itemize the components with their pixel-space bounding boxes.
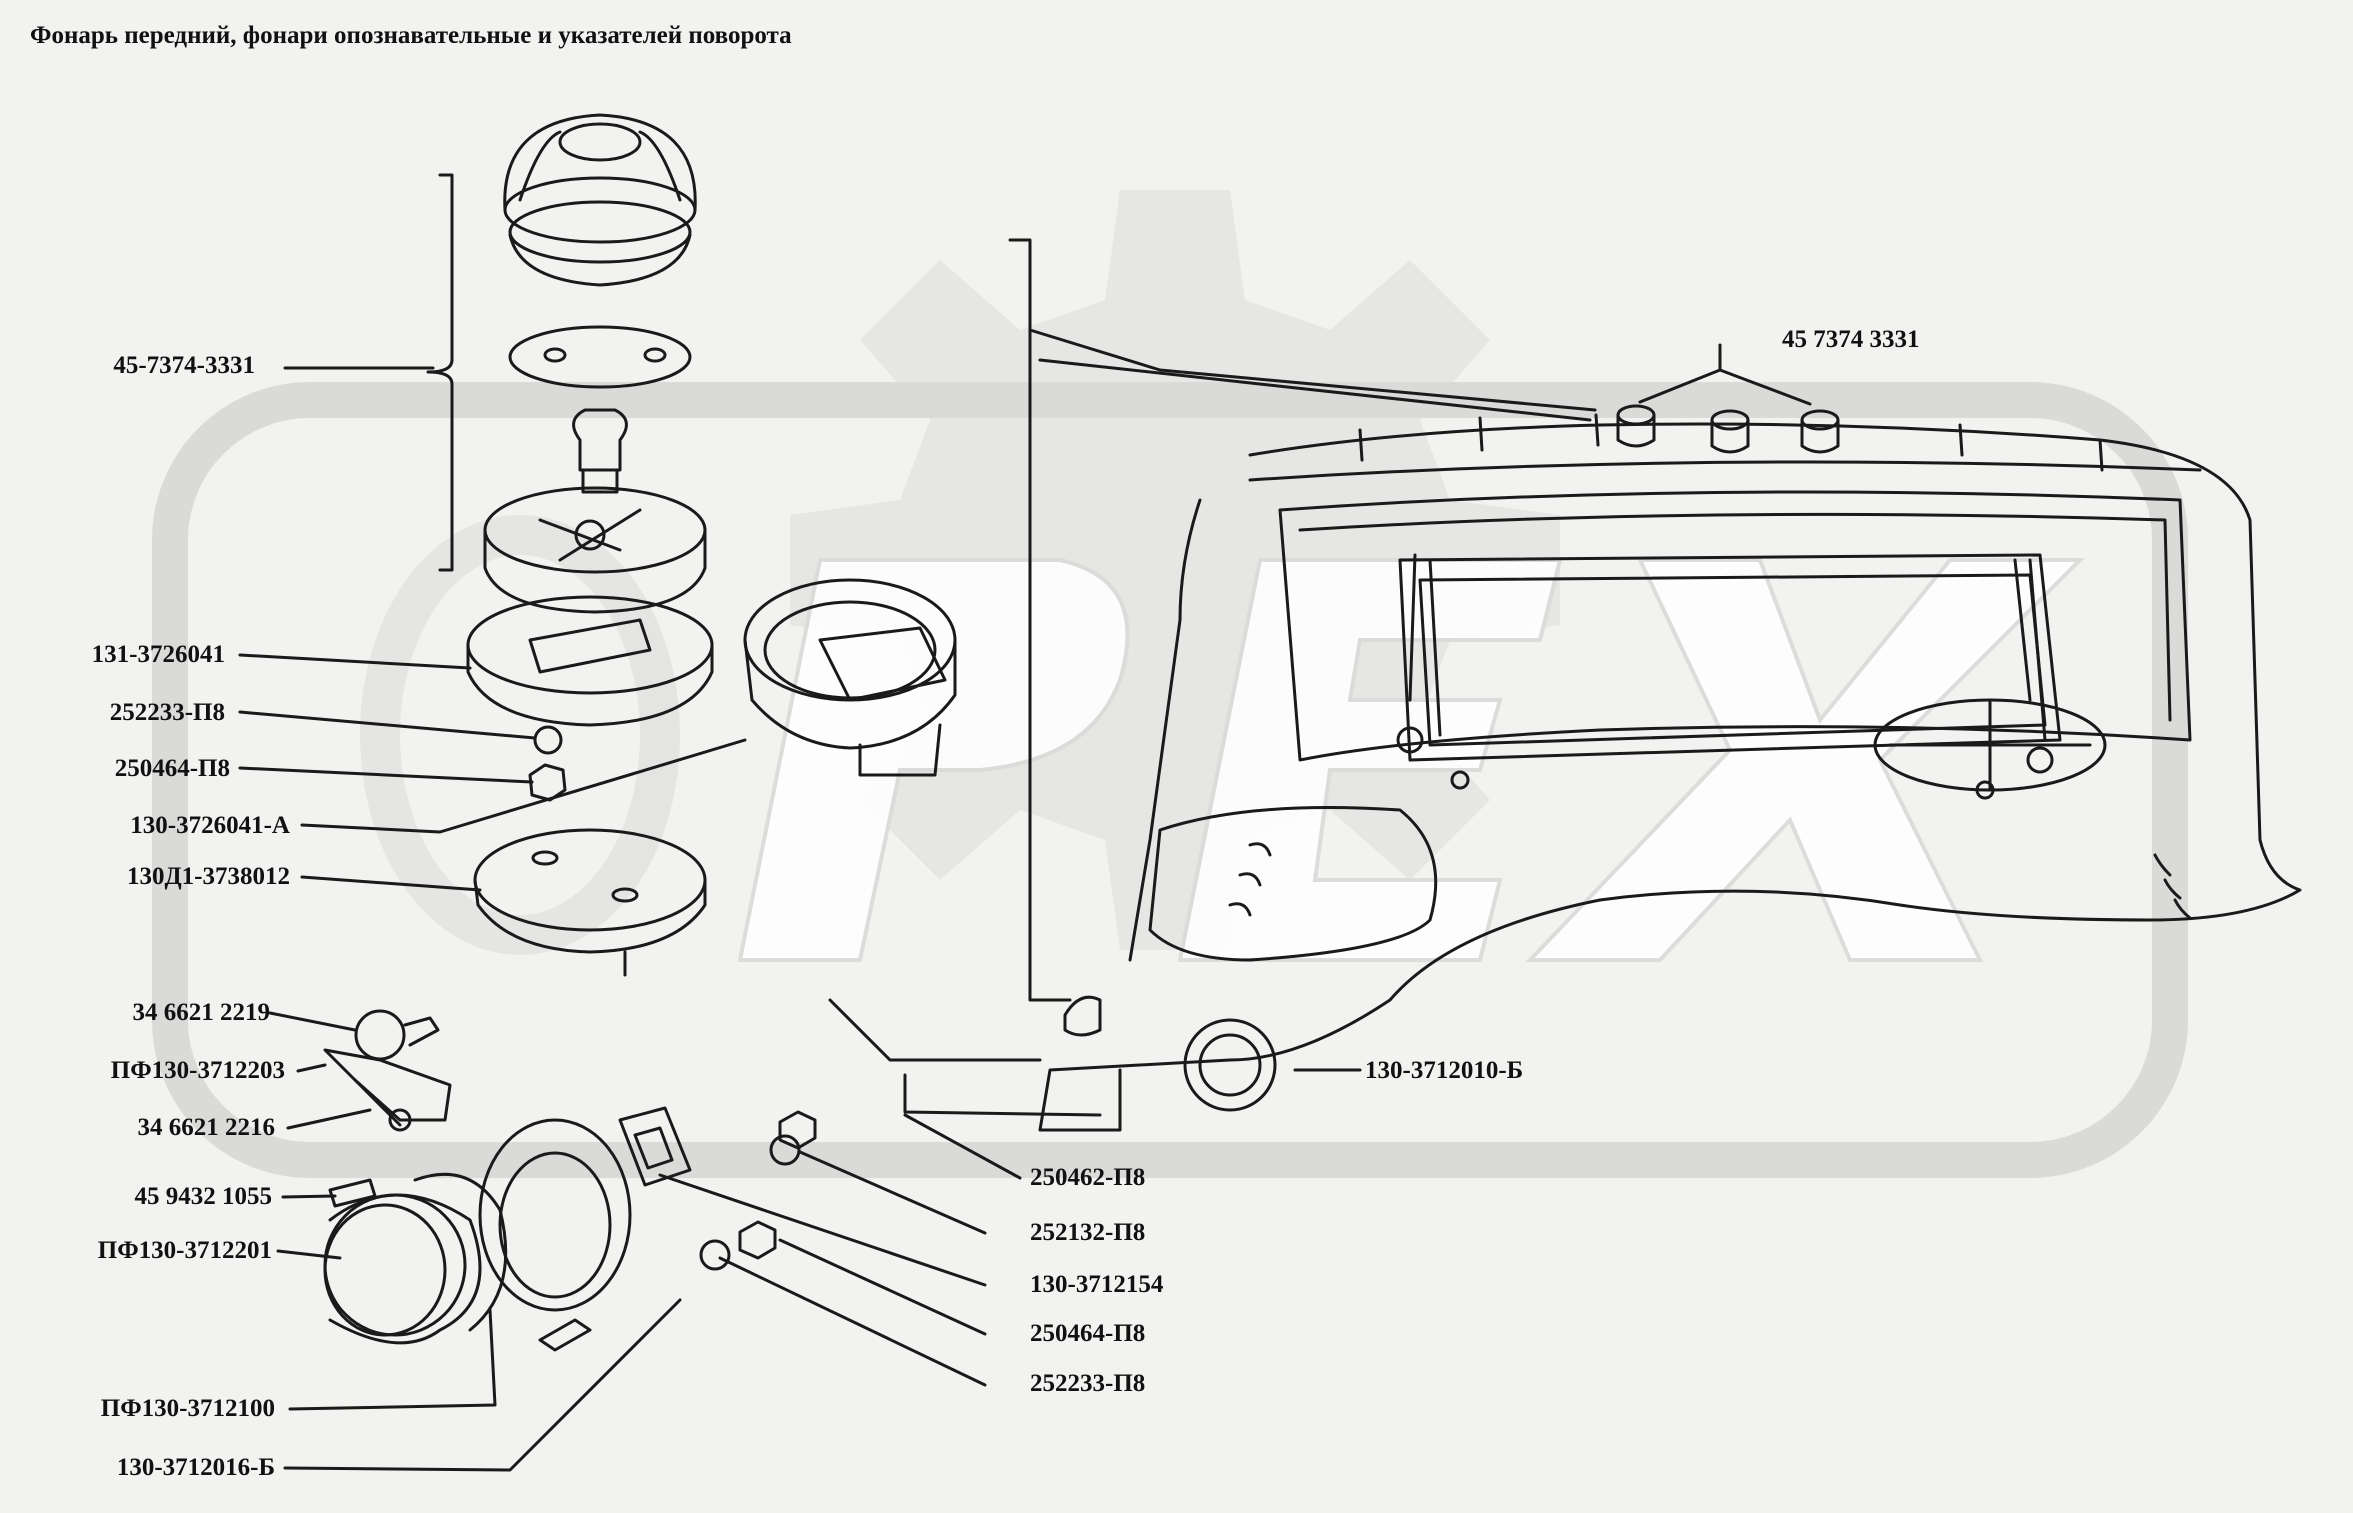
part-label[interactable]: 34 6621 2216: [137, 1114, 276, 1141]
part-label[interactable]: 252233-П8: [1030, 1370, 1146, 1397]
part-label[interactable]: 252132-П8: [1030, 1219, 1146, 1246]
part-label[interactable]: 252233-П8: [109, 699, 225, 726]
part-label[interactable]: 131-3726041: [91, 641, 225, 668]
part-label[interactable]: 250464-П8: [114, 755, 230, 782]
part-label[interactable]: 130-3712016-Б: [116, 1454, 275, 1481]
part-label[interactable]: 130-3726041-А: [130, 812, 290, 839]
page-title: Фонарь передний, фонари опознавательные …: [30, 22, 792, 49]
part-label[interactable]: 250464-П8: [1030, 1320, 1146, 1347]
part-label[interactable]: ПФ130-3712100: [100, 1395, 275, 1422]
drawing-lines: [238, 113, 2302, 1472]
part-label[interactable]: 45 9432 1055: [134, 1183, 273, 1210]
part-label[interactable]: 130-3712010-Б: [1365, 1057, 1524, 1084]
part-label[interactable]: 130-3712154: [1030, 1271, 1164, 1298]
part-label[interactable]: ПФ130-3712201: [97, 1237, 272, 1264]
part-label[interactable]: ПФ130-3712203: [110, 1057, 285, 1084]
part-label[interactable]: 45-7374-3331: [113, 352, 255, 379]
part-label[interactable]: 34 6621 2219: [132, 999, 271, 1026]
part-label[interactable]: 45 7374 3331: [1782, 326, 1920, 353]
part-label[interactable]: 250462-П8: [1030, 1164, 1146, 1191]
part-label[interactable]: 130Д1-3738012: [126, 863, 290, 890]
watermark-frame: [152, 382, 2188, 1178]
